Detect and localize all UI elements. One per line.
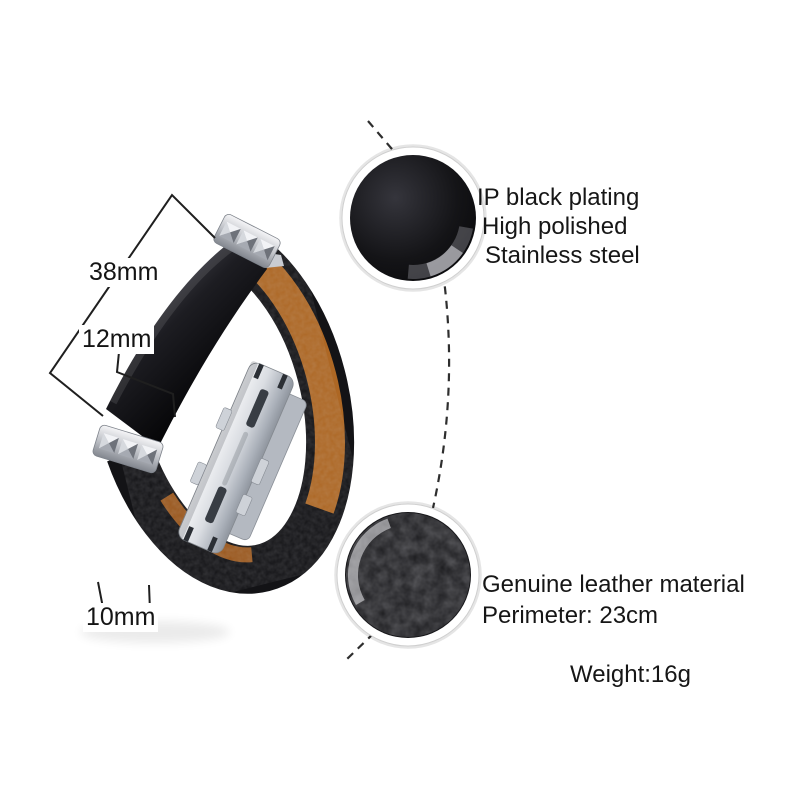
callout-line-perimeter: Perimeter: 23cm [482, 602, 659, 629]
dashed-connector-middle [431, 271, 451, 509]
dimension-label-strap-width: 10mm [83, 603, 159, 632]
zoom-circle-leather [334, 501, 482, 649]
callout-line-polished: High polished [482, 213, 628, 240]
clasp-slot [205, 486, 227, 524]
id-plate-face [106, 229, 267, 448]
clasp [176, 361, 307, 554]
leather-feature-callout: Genuine leather material Perimeter: 23cm [482, 569, 745, 631]
zoom-circle-plate [339, 144, 487, 292]
plate-detail-steel-sliver [426, 245, 463, 277]
leather-detail-edge-light [347, 518, 391, 605]
clasp-prong [207, 536, 218, 553]
pyramid-studs [219, 221, 275, 261]
clasp-release-tab [251, 458, 270, 486]
clasp-edge-shade [176, 361, 258, 539]
callout-line-steel: Stainless steel [485, 242, 640, 269]
plate-detail-reflection [407, 226, 473, 280]
weight-label: Weight:16g [570, 661, 691, 688]
dashed-connector-bottom [346, 632, 375, 660]
callout-line-plating: IP black plating [477, 184, 640, 211]
clasp-release-tab [215, 407, 233, 431]
callout-line-material: Genuine leather material [482, 571, 745, 598]
pyramid-studs [98, 433, 158, 465]
clasp-engraving [222, 431, 249, 486]
leather-detail-grain [346, 513, 470, 637]
dimension-line-plate-width [115, 351, 176, 418]
dashed-connector-top [367, 120, 398, 156]
stud-spacer-bottom [92, 424, 164, 474]
clasp-prong [183, 526, 194, 542]
dashed-connectors [346, 120, 451, 660]
steel-feature-callout: IP black plating High polished Stainless… [477, 183, 640, 270]
plate-gloss-highlight [107, 233, 246, 405]
plate-detail-surface [350, 155, 476, 281]
clasp-prong [253, 363, 264, 380]
dimension-label-plate-width: 12mm [79, 325, 155, 354]
clasp-release-tab [190, 461, 207, 485]
clasp-prong [277, 373, 288, 390]
stud-spacer-top [213, 213, 281, 269]
clasp-slot [246, 389, 269, 428]
clasp-release-tab [235, 494, 253, 516]
dimension-label-plate-length: 38mm [86, 258, 162, 287]
